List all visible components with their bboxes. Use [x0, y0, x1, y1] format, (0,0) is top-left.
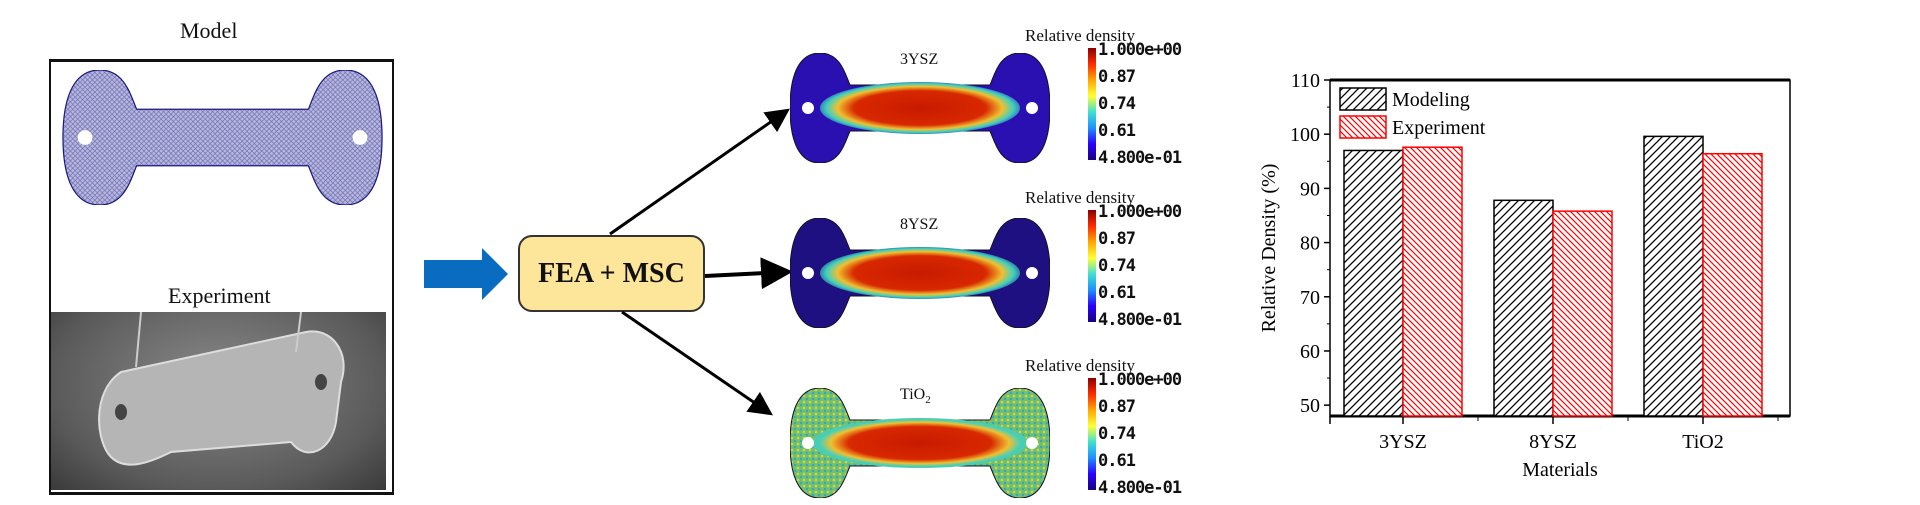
y-axis-label: Relative Density (%): [1258, 164, 1280, 333]
legend-label-modeling: Modeling: [1392, 89, 1470, 111]
colorbar-title: Relative density: [1025, 26, 1136, 45]
colorbar-tick: 1.000e+00: [1098, 40, 1182, 60]
y-tick-label: 80: [1300, 233, 1320, 255]
bar-experiment-8ysz: [1552, 210, 1613, 417]
arrow-to-8ysz: [704, 257, 793, 290]
material-name: 8YSZ: [900, 216, 939, 233]
legend-swatch-experiment: [1339, 115, 1387, 139]
y-tick-label: 70: [1300, 287, 1320, 309]
colorbar-tick: 0.87: [1098, 67, 1136, 87]
colorbar-tick: 0.87: [1098, 397, 1136, 417]
bar-modeling-tio2: [1643, 135, 1704, 417]
model-label: Model: [180, 18, 238, 43]
material-name: TiO: [900, 386, 926, 403]
colorbar-tick: 4.800e-01: [1098, 478, 1182, 498]
bar-modeling-3ysz: [1343, 149, 1404, 417]
colorbar-tick: 0.74: [1098, 256, 1136, 276]
colorbar-title: Relative density: [1025, 188, 1136, 207]
colorbar-tick: 0.61: [1098, 283, 1136, 303]
colorbar-tick: 0.74: [1098, 424, 1136, 444]
colorbar: [1088, 378, 1096, 490]
colorbar-tick: 0.61: [1098, 121, 1136, 141]
material-name: 3YSZ: [900, 51, 939, 68]
colorbar: [1088, 48, 1096, 160]
bar-modeling-8ysz: [1493, 199, 1554, 417]
material-subscript: 2: [925, 394, 931, 407]
x-axis-label: Materials: [1522, 459, 1598, 481]
y-tick-label: 100: [1290, 124, 1320, 146]
density-map-2: [790, 388, 1050, 498]
bar-experiment-tio2: [1702, 152, 1763, 417]
colorbar-tick: 0.61: [1098, 451, 1136, 471]
colorbar-tick: 4.800e-01: [1098, 148, 1182, 168]
y-tick-label: 60: [1300, 341, 1320, 363]
y-tick-label: 110: [1291, 70, 1320, 92]
colorbar-tick: 4.800e-01: [1098, 310, 1182, 330]
mesh-model-image: [62, 70, 383, 205]
arrow-to-3ysz: [609, 108, 790, 236]
experiment-label: Experiment: [168, 283, 271, 308]
material-label: 8YSZ: [900, 216, 938, 236]
colorbar: [1088, 210, 1096, 322]
y-tick-label: 90: [1300, 178, 1320, 200]
model-experiment-frame: [49, 59, 394, 495]
colorbar-tick: 1.000e+00: [1098, 370, 1182, 390]
experiment-photo: [51, 312, 386, 490]
x-tick-label: TiO2: [1682, 431, 1724, 453]
colorbar-title: Relative density: [1025, 356, 1136, 375]
bar-experiment-3ysz: [1402, 146, 1463, 417]
legend-label-experiment: Experiment: [1392, 117, 1486, 139]
fea-msc-box: FEA + MSC: [518, 235, 705, 312]
blue-arrow-icon: [424, 248, 508, 300]
legend-swatch-modeling: [1339, 87, 1387, 111]
arrow-to-tio2: [621, 310, 773, 416]
material-label: TiO2: [900, 386, 931, 406]
colorbar-tick: 0.74: [1098, 94, 1136, 114]
density-map-1: [790, 218, 1050, 328]
colorbar-tick: 1.000e+00: [1098, 202, 1182, 222]
y-tick-label: 50: [1300, 395, 1320, 417]
flow-arrows: [609, 108, 793, 416]
density-map-0: [790, 53, 1050, 163]
material-label: 3YSZ: [900, 51, 938, 71]
x-tick-label: 3YSZ: [1379, 431, 1427, 453]
x-tick-label: 8YSZ: [1529, 431, 1577, 453]
colorbar-tick: 0.87: [1098, 229, 1136, 249]
